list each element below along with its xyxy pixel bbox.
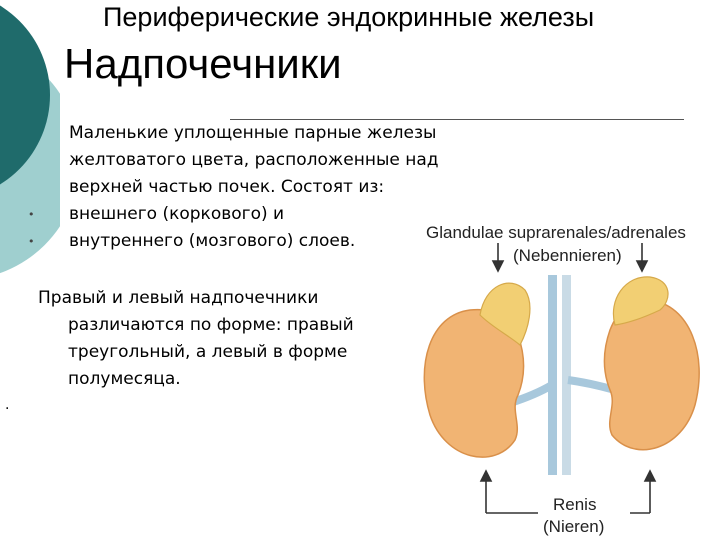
title-divider	[230, 119, 684, 120]
bullet-icon: •	[28, 208, 35, 221]
text-line: желтоватого цвета, расположенные над	[69, 150, 439, 170]
decorative-circles	[0, 5, 60, 274]
figure-label-kidney-german: (Nieren)	[543, 517, 605, 536]
text-line: полумесяца.	[68, 369, 181, 389]
text-line: внутреннего (мозгового) слоев.	[69, 231, 356, 251]
stray-mark: .	[5, 397, 10, 413]
figure-label-kidney-latin: Renis	[553, 495, 597, 514]
figure-label-adrenal-german: (Nebennieren)	[513, 246, 622, 265]
text-line: треугольный, а левый в форме	[68, 342, 348, 362]
kidney-illustration	[423, 243, 700, 514]
text-line: различаются по форме: правый	[68, 315, 354, 335]
shape-paragraph: Правый и левый надпочечники различаются …	[38, 285, 418, 393]
description-paragraph: Маленькие уплощенные парные железы желто…	[69, 120, 499, 255]
kidney-adrenal-figure: Glandulae suprarenales/adrenales (Nebenn…	[410, 215, 720, 540]
text-line: Маленькие уплощенные парные железы	[69, 123, 437, 143]
text-line: верхней частью почек. Состоят из:	[69, 177, 385, 197]
slide-subtitle: Периферические эндокринные железы	[103, 2, 595, 32]
text-line: Правый и левый надпочечники	[38, 288, 319, 308]
figure-label-adrenal-latin: Glandulae suprarenales/adrenales	[426, 223, 686, 242]
slide-title: Надпочечники	[64, 40, 342, 87]
bullet-icon: •	[28, 235, 35, 248]
text-line: внешнего (коркового) и	[69, 204, 285, 224]
